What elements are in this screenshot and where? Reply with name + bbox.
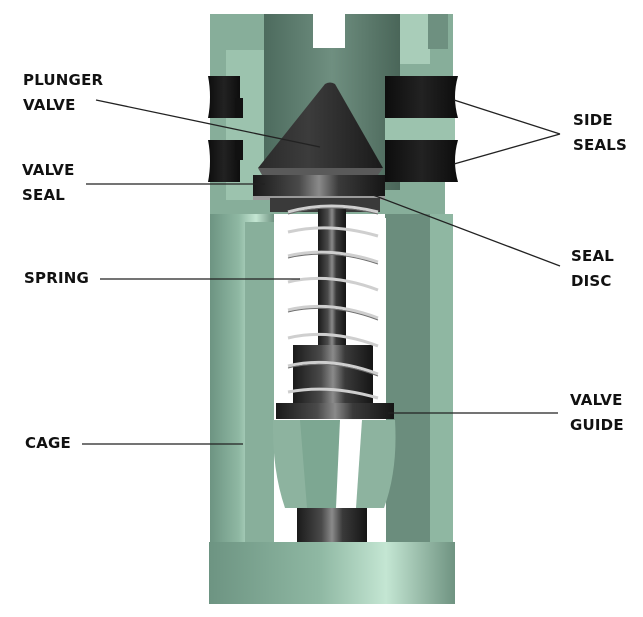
label-valve-seal: VALVE SEAL — [22, 161, 75, 204]
label-plunger-valve: PLUNGER VALVE — [23, 71, 104, 114]
leader-lines — [82, 99, 561, 445]
leader-line-side-seal-bottom — [453, 133, 561, 165]
leader-line-plunger-valve — [95, 99, 321, 148]
leader-line-side-seal-top — [453, 99, 561, 135]
leader-line-seal-disc — [372, 194, 561, 267]
side-seals-right — [385, 76, 458, 182]
stem-collar — [293, 345, 373, 407]
valve-guide-part — [272, 403, 396, 542]
label-side-seals: SIDE SEALS — [573, 111, 628, 154]
label-valve-guide: VALVE GUIDE — [570, 391, 624, 434]
valve-seal-part — [253, 175, 385, 200]
plunger-valve-part — [258, 82, 383, 175]
side-seals-left — [208, 76, 243, 182]
label-spring: SPRING — [24, 269, 89, 287]
label-cage: CAGE — [25, 434, 71, 452]
label-seal-disc: SEAL DISC — [571, 247, 615, 290]
spring-part — [287, 204, 379, 400]
